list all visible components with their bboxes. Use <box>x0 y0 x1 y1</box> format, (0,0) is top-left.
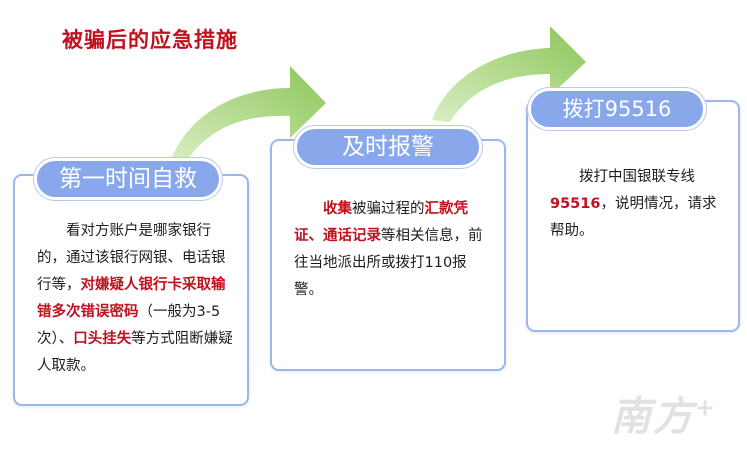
step-1-label: 第一时间自救 <box>34 158 222 200</box>
description-text: 被骗过程的 <box>352 201 425 217</box>
highlight-text: 95516 <box>550 196 601 212</box>
highlight-text: 对嫌疑人银行卡采取输错多次错误密码 <box>37 277 226 320</box>
description-text: 拨打中国银联专线 <box>579 169 695 185</box>
page-title: 被骗后的应急措施 <box>62 28 238 52</box>
arrow-2-icon <box>432 26 586 122</box>
step-3-description: 拨打中国银联专线 95516，说明情况，请求帮助。 <box>550 164 726 245</box>
step-card-3: 拨打中国银联专线 95516，说明情况，请求帮助。 <box>526 100 740 332</box>
description-text: （一般为3-5次）、 <box>37 304 221 347</box>
step-card-1: 看对方账户是哪家银行的，通过该银行网银、电话银行等，对嫌疑人银行卡采取输错多次错… <box>13 174 249 406</box>
description-text: 看对方账户是哪家银行的，通过该银行网银、电话银行等， <box>37 223 226 293</box>
step-2-label: 及时报警 <box>294 126 482 168</box>
step-2-description: 收集被骗过程的汇款凭证、通话记录等相关信息，前往当地派出所或拨打110报警。 <box>294 196 492 304</box>
description-text: ，说明情况，请求帮助。 <box>550 196 717 239</box>
description-text: 等方式阻断嫌疑人取款。 <box>37 331 233 374</box>
arrow-1-icon <box>170 66 326 162</box>
description-text: 等相关信息，前往当地派出所或拨打110报警。 <box>294 228 483 298</box>
watermark-text: 南方 <box>610 393 695 440</box>
highlight-text: 汇款凭证、通话记录 <box>294 201 468 244</box>
highlight-text: 口头挂失 <box>73 331 132 347</box>
highlight-text: 收集 <box>323 201 352 217</box>
step-card-2: 收集被骗过程的汇款凭证、通话记录等相关信息，前往当地派出所或拨打110报警。 <box>270 139 506 371</box>
step-3-label: 拨打95516 <box>528 88 706 130</box>
step-1-description: 看对方账户是哪家银行的，通过该银行网银、电话银行等，对嫌疑人银行卡采取输错多次错… <box>37 218 235 380</box>
watermark-logo: 南方+ <box>611 384 717 442</box>
watermark-plus: + <box>694 392 717 422</box>
